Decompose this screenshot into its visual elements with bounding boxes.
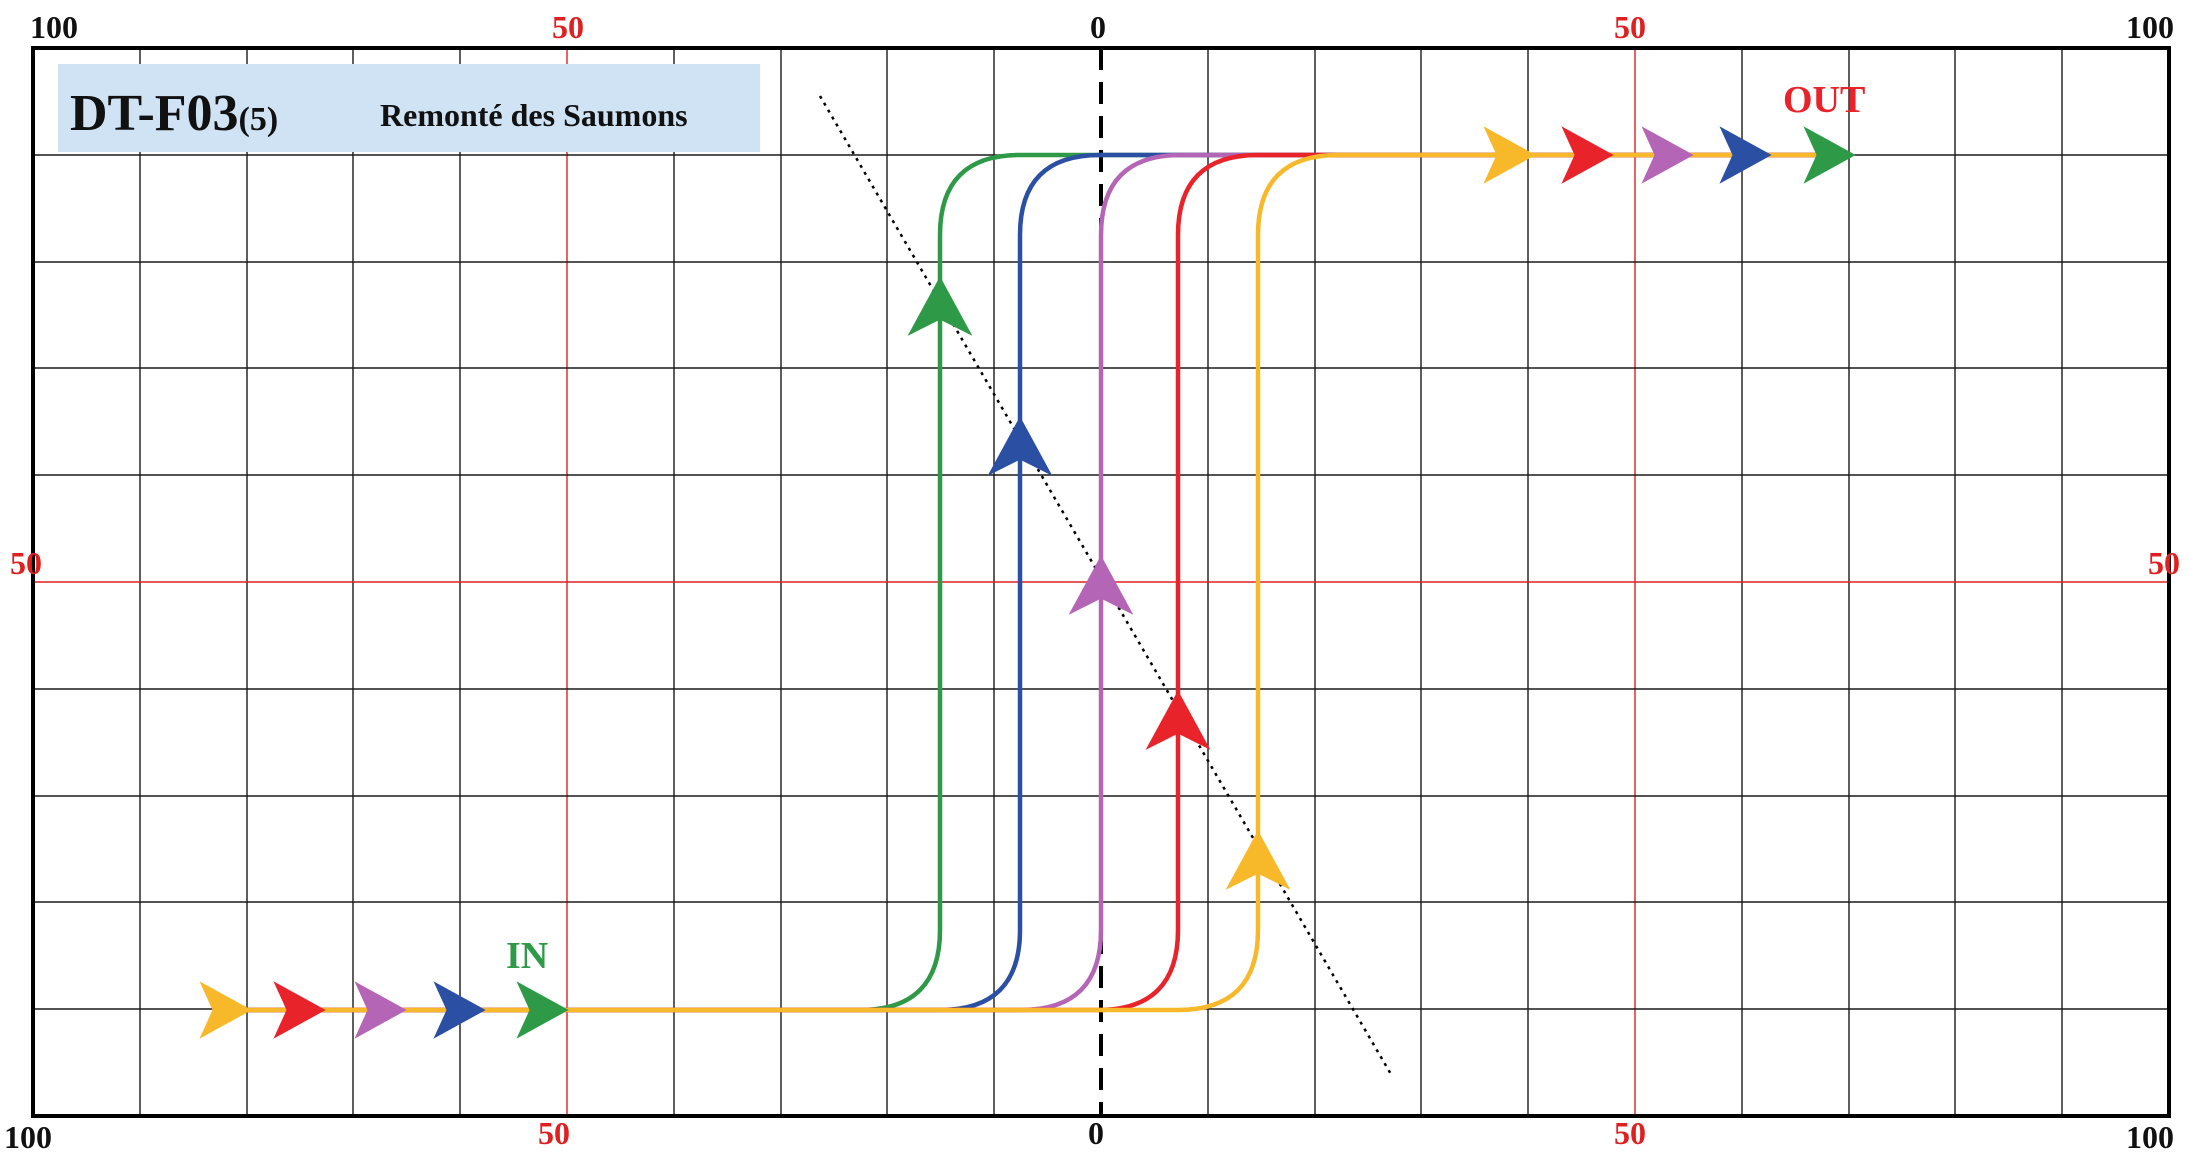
axis-top-50-left: 50 [552, 9, 584, 45]
title-code: DT-F03(5) [70, 85, 278, 142]
arrowhead-icon [1561, 126, 1614, 184]
axis-top-right: 100 [2126, 9, 2174, 45]
diagonal-dotted-line [818, 95, 1394, 1077]
in-label: IN [506, 935, 548, 977]
axis-top-50-right: 50 [1614, 9, 1646, 45]
fish-paths [225, 152, 1850, 1013]
title-suffix: (5) [239, 101, 279, 138]
fish-path-blue [225, 152, 1850, 1013]
out-label: OUT [1783, 79, 1865, 121]
arrowhead-icon [907, 276, 973, 336]
arrowhead-icon [433, 981, 486, 1039]
arrowhead-icon [1225, 830, 1291, 890]
fish-path-red [225, 152, 1850, 1013]
arrowhead-icon [199, 981, 252, 1039]
axis-left-50: 50 [10, 545, 42, 581]
arrowhead-icon [1719, 126, 1772, 184]
arrowhead-icon [273, 981, 326, 1039]
axis-bottom-right: 100 [2126, 1119, 2174, 1155]
arrowhead-icon [1068, 555, 1134, 615]
arrowhead-icon [516, 981, 569, 1039]
axis-bottom-zero: 0 [1088, 1115, 1104, 1151]
axis-top-left: 100 [30, 9, 78, 45]
arrowhead-icon [1641, 126, 1694, 184]
axis-bottom-left: 100 [4, 1119, 52, 1155]
title-subtitle: Remonté des Saumons [380, 97, 688, 133]
fish-path-yellow [225, 152, 1850, 1013]
fish-path-green [225, 152, 1850, 1013]
axis-top-zero: 0 [1090, 9, 1106, 45]
arrowhead-icon [1483, 126, 1536, 184]
arrowhead-icon [354, 981, 407, 1039]
arrowhead-icon [1803, 126, 1856, 184]
axis-bottom-50-right: 50 [1614, 1115, 1646, 1151]
title-box [58, 64, 760, 152]
axis-bottom-50-left: 50 [538, 1115, 570, 1151]
arrow-markers [199, 126, 1856, 1039]
arrowhead-icon [987, 416, 1053, 476]
axis-right-50: 50 [2148, 545, 2180, 581]
arrowhead-icon [1145, 690, 1211, 750]
